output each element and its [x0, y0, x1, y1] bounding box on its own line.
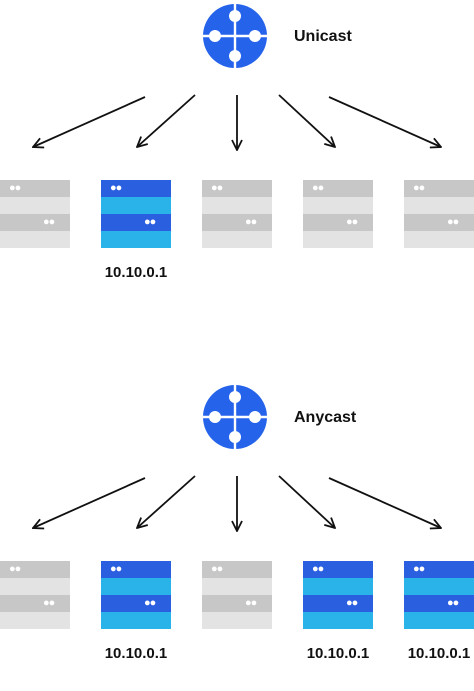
- arrow-2: [137, 94, 196, 147]
- server-band: [101, 180, 171, 197]
- server-band: [101, 214, 171, 231]
- server-icon: ●● ●●: [404, 180, 474, 248]
- status-dots-icon: ●●: [9, 182, 21, 194]
- server-band: [101, 231, 171, 248]
- server-band: [303, 214, 373, 231]
- server-band: [202, 578, 272, 595]
- server-band: [0, 214, 70, 231]
- server-band: [202, 561, 272, 578]
- arrows: [0, 475, 474, 551]
- server-band: [202, 231, 272, 248]
- arrow-2: [137, 475, 196, 528]
- ip-address-label: 10.10.0.1: [104, 264, 168, 281]
- server-icon: ●● ●●: [0, 561, 70, 629]
- ip-address-label: 10.10.0.1: [104, 645, 168, 662]
- status-dots-icon: ●●: [144, 216, 156, 228]
- status-dots-icon: ●●: [447, 597, 459, 609]
- server-band: [0, 578, 70, 595]
- server-band: [101, 595, 171, 612]
- router-icon: [202, 384, 268, 450]
- server-band: [404, 578, 474, 595]
- server-band: [0, 561, 70, 578]
- server-band: [404, 595, 474, 612]
- arrow-4: [278, 94, 335, 147]
- status-dots-icon: ●●: [9, 563, 21, 575]
- server-icon: ●● ●●: [202, 561, 272, 629]
- server-band: [101, 561, 171, 578]
- server-band: [101, 612, 171, 629]
- status-dots-icon: ●●: [312, 182, 324, 194]
- status-dots-icon: ●●: [312, 563, 324, 575]
- server-band: [202, 612, 272, 629]
- server-band: [303, 612, 373, 629]
- arrow-5: [328, 96, 441, 147]
- status-dots-icon: ●●: [110, 182, 122, 194]
- server-band: [404, 197, 474, 214]
- server-band: [0, 231, 70, 248]
- server-band: [303, 595, 373, 612]
- status-dots-icon: ●●: [144, 597, 156, 609]
- anycast-diagram: Anycast ●● ●● ●● ●● 10.10.0.1 ●● ●● ●● ●● 10.10.0…: [0, 381, 474, 691]
- server-band: [303, 197, 373, 214]
- server-band: [202, 197, 272, 214]
- server-icon: ●● ●●: [202, 180, 272, 248]
- unicast-diagram: Unicast ●● ●● ●● ●● 10.10.0.1 ●● ●● ●● ●● ●● ●●: [0, 0, 474, 310]
- server-band: [404, 231, 474, 248]
- status-dots-icon: ●●: [245, 216, 257, 228]
- server-icon: ●● ●●: [303, 180, 373, 248]
- active-server-icon: ●● ●●: [404, 561, 474, 629]
- router-icon: [202, 3, 268, 69]
- diagram-title: Anycast: [294, 409, 357, 426]
- server-band: [101, 197, 171, 214]
- server-band: [404, 612, 474, 629]
- server-band: [202, 595, 272, 612]
- server-band: [404, 561, 474, 578]
- arrow-1: [33, 96, 146, 147]
- server-band: [404, 180, 474, 197]
- server-band: [303, 578, 373, 595]
- status-dots-icon: ●●: [346, 597, 358, 609]
- server-band: [202, 214, 272, 231]
- server-band: [101, 578, 171, 595]
- status-dots-icon: ●●: [346, 216, 358, 228]
- status-dots-icon: ●●: [447, 216, 459, 228]
- arrow-4: [278, 475, 335, 528]
- status-dots-icon: ●●: [43, 597, 55, 609]
- server-band: [303, 561, 373, 578]
- server-band: [0, 612, 70, 629]
- server-icon: ●● ●●: [0, 180, 70, 248]
- active-server-icon: ●● ●●: [303, 561, 373, 629]
- ip-address-label: 10.10.0.1: [407, 645, 471, 662]
- server-band: [303, 231, 373, 248]
- server-band: [0, 197, 70, 214]
- diagram-title: Unicast: [294, 28, 352, 45]
- server-band: [303, 180, 373, 197]
- active-server-icon: ●● ●●: [101, 180, 171, 248]
- status-dots-icon: ●●: [110, 563, 122, 575]
- server-band: [0, 180, 70, 197]
- ip-address-label: 10.10.0.1: [306, 645, 370, 662]
- status-dots-icon: ●●: [211, 563, 223, 575]
- status-dots-icon: ●●: [43, 216, 55, 228]
- arrows: [0, 94, 474, 170]
- server-band: [202, 180, 272, 197]
- server-band: [404, 214, 474, 231]
- status-dots-icon: ●●: [413, 563, 425, 575]
- arrow-5: [328, 477, 441, 528]
- arrow-1: [33, 477, 146, 528]
- active-server-icon: ●● ●●: [101, 561, 171, 629]
- status-dots-icon: ●●: [245, 597, 257, 609]
- status-dots-icon: ●●: [413, 182, 425, 194]
- status-dots-icon: ●●: [211, 182, 223, 194]
- server-band: [0, 595, 70, 612]
